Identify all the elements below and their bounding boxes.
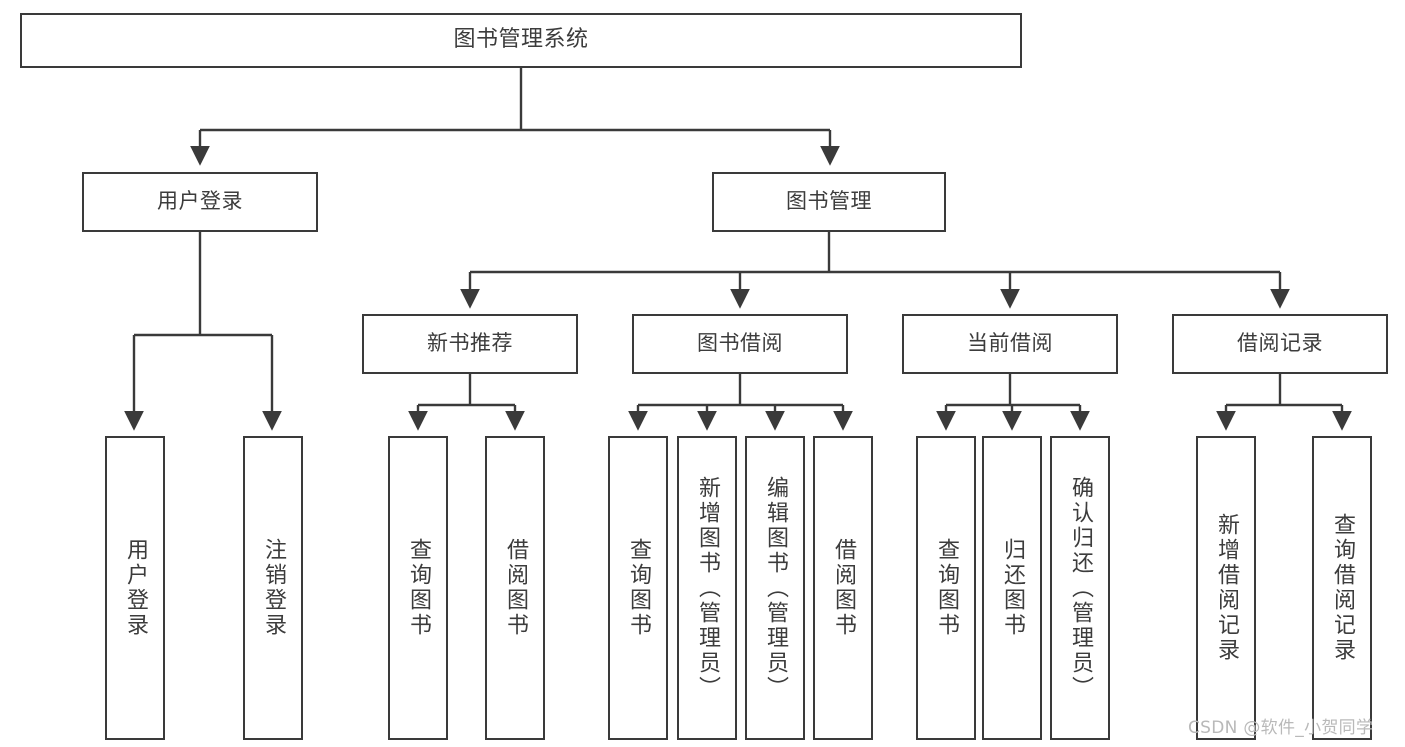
- node-book-borrow[interactable]: 图书借阅: [632, 314, 848, 374]
- node-book-management[interactable]: 图书管理: [712, 172, 946, 232]
- leaf-edit-book-admin[interactable]: 编辑图书（管理员）: [745, 436, 805, 740]
- node-label: 查询图书: [405, 538, 431, 638]
- node-label: 借阅图书: [502, 538, 528, 638]
- leaf-query-book-borrow[interactable]: 查询图书: [608, 436, 668, 740]
- node-label: 注销登录: [260, 538, 286, 638]
- node-label: 编辑图书（管理员）: [762, 475, 788, 701]
- leaf-confirm-return-admin[interactable]: 确认归还（管理员）: [1050, 436, 1110, 740]
- leaf-user-login[interactable]: 用户登录: [105, 436, 165, 740]
- leaf-query-borrow-record[interactable]: 查询借阅记录: [1312, 436, 1372, 740]
- leaf-borrow-book[interactable]: 借阅图书: [813, 436, 873, 740]
- node-label: 当前借阅: [967, 331, 1053, 356]
- node-label: 查询图书: [625, 538, 651, 638]
- node-label: 图书管理: [786, 189, 872, 214]
- node-label: 归还图书: [999, 538, 1025, 638]
- node-new-book-recommend[interactable]: 新书推荐: [362, 314, 578, 374]
- leaf-query-book-recommend[interactable]: 查询图书: [388, 436, 448, 740]
- node-current-borrow[interactable]: 当前借阅: [902, 314, 1118, 374]
- leaf-logout[interactable]: 注销登录: [243, 436, 303, 740]
- node-label: 图书管理系统: [453, 27, 589, 53]
- node-label: 查询借阅记录: [1329, 513, 1355, 663]
- leaf-borrow-book-recommend[interactable]: 借阅图书: [485, 436, 545, 740]
- node-user-login[interactable]: 用户登录: [82, 172, 318, 232]
- leaf-add-borrow-record[interactable]: 新增借阅记录: [1196, 436, 1256, 740]
- node-label: 借阅记录: [1237, 331, 1323, 356]
- csdn-watermark: CSDN @软件_小贺同学: [1188, 718, 1374, 738]
- node-label: 图书借阅: [697, 331, 783, 356]
- node-label: 新增图书（管理员）: [694, 475, 720, 701]
- node-label: 借阅图书: [830, 538, 856, 638]
- node-label: 查询图书: [933, 538, 959, 638]
- node-label: 用户登录: [157, 189, 243, 214]
- node-label: 新增借阅记录: [1213, 513, 1239, 663]
- leaf-query-book-current[interactable]: 查询图书: [916, 436, 976, 740]
- node-label: 用户登录: [122, 538, 148, 638]
- node-label: 确认归还（管理员）: [1067, 475, 1093, 701]
- node-label: 新书推荐: [427, 331, 513, 356]
- node-root-system[interactable]: 图书管理系统: [20, 13, 1022, 68]
- leaf-return-book[interactable]: 归还图书: [982, 436, 1042, 740]
- leaf-add-book-admin[interactable]: 新增图书（管理员）: [677, 436, 737, 740]
- node-borrow-record[interactable]: 借阅记录: [1172, 314, 1388, 374]
